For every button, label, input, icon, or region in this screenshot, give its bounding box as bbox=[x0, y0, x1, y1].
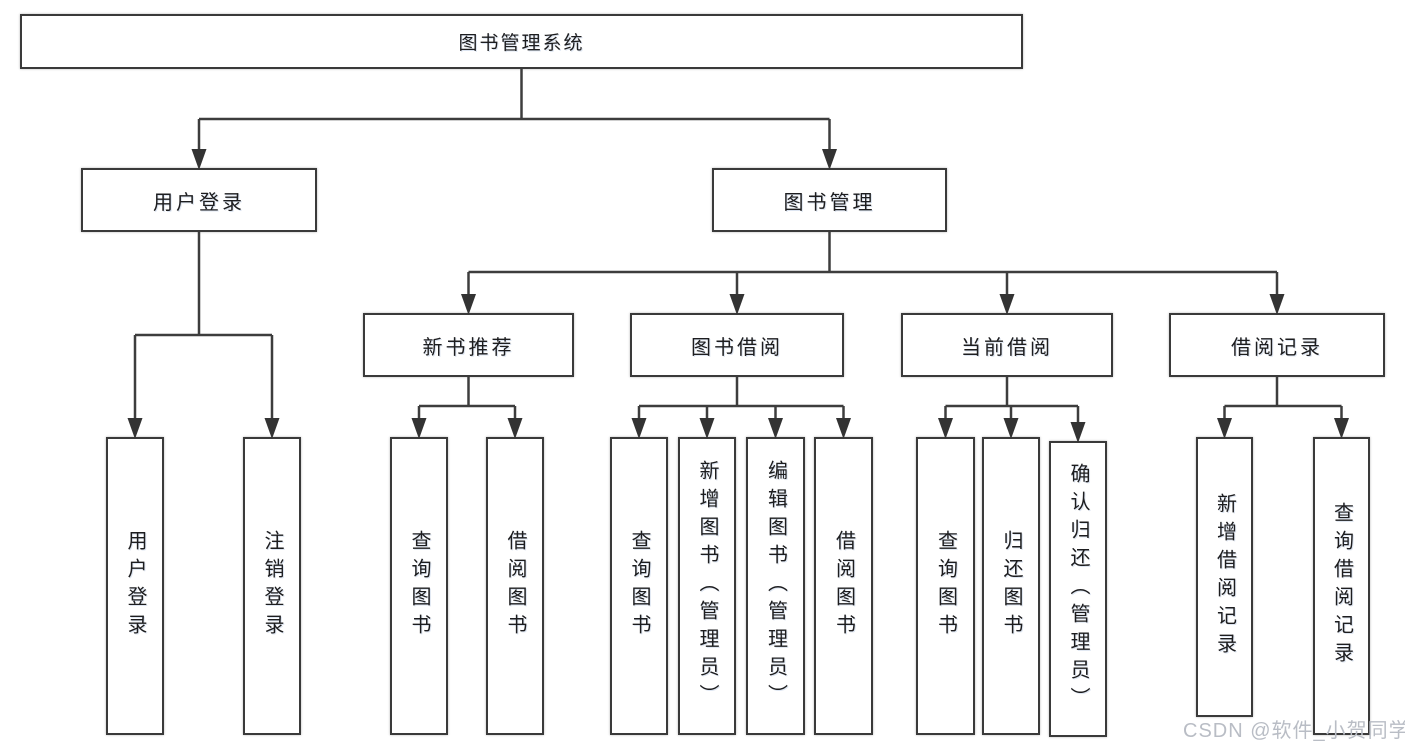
node-label: 查询图书 bbox=[934, 530, 957, 642]
node-leaf-query-borrow-record: 查询借阅记录 bbox=[1313, 437, 1370, 735]
node-leaf-query-books-recommend: 查询图书 bbox=[390, 437, 448, 735]
node-label: 编辑图书（管理员） bbox=[764, 460, 787, 712]
node-label: 确认归还（管理员） bbox=[1067, 463, 1089, 715]
node-leaf-query-books-borrowing: 查询图书 bbox=[610, 437, 668, 735]
node-label: 借阅图书 bbox=[832, 530, 855, 642]
node-label: 图书管理 bbox=[783, 191, 876, 214]
node-label: 借阅记录 bbox=[1231, 336, 1323, 359]
node-book-management: 图书管理 bbox=[712, 168, 947, 232]
node-label: 新增借阅记录 bbox=[1213, 493, 1236, 661]
node-leaf-user-login: 用户登录 bbox=[106, 437, 164, 735]
node-label: 图书管理系统 bbox=[458, 33, 585, 54]
node-label: 用户登录 bbox=[124, 530, 146, 642]
node-label: 借阅图书 bbox=[504, 530, 526, 642]
node-leaf-borrow-books-recommend: 借阅图书 bbox=[486, 437, 544, 735]
node-leaf-query-books-current: 查询图书 bbox=[916, 437, 975, 735]
node-current-borrowing: 当前借阅 bbox=[901, 313, 1113, 377]
node-label: 归还图书 bbox=[1000, 530, 1022, 642]
node-leaf-confirm-return-admin: 确认归还（管理员） bbox=[1049, 441, 1107, 737]
node-label: 图书借阅 bbox=[691, 336, 783, 359]
node-label: 新书推荐 bbox=[422, 336, 515, 359]
node-borrowing-records: 借阅记录 bbox=[1169, 313, 1385, 377]
node-label: 当前借阅 bbox=[961, 336, 1053, 359]
node-leaf-edit-books-admin: 编辑图书（管理员） bbox=[746, 437, 805, 735]
node-label: 新增图书（管理员） bbox=[696, 460, 718, 712]
node-user-login: 用户登录 bbox=[81, 168, 317, 232]
node-leaf-return-books: 归还图书 bbox=[982, 437, 1040, 735]
node-new-book-recommend: 新书推荐 bbox=[363, 313, 574, 377]
node-label: 查询图书 bbox=[628, 530, 650, 642]
csdn-watermark: CSDN @软件_小贺同学 bbox=[1183, 720, 1405, 742]
node-label: 查询借阅记录 bbox=[1330, 502, 1353, 670]
node-label: 查询图书 bbox=[408, 530, 430, 642]
node-label: 注销登录 bbox=[261, 530, 283, 642]
node-leaf-logout: 注销登录 bbox=[243, 437, 301, 735]
node-book-borrowing: 图书借阅 bbox=[630, 313, 844, 377]
node-leaf-borrow-books-borrowing: 借阅图书 bbox=[814, 437, 873, 735]
node-leaf-add-books-admin: 新增图书（管理员） bbox=[678, 437, 736, 735]
node-label: 用户登录 bbox=[153, 191, 245, 214]
node-library-system: 图书管理系统 bbox=[20, 14, 1023, 69]
node-leaf-add-borrow-record: 新增借阅记录 bbox=[1196, 437, 1253, 717]
